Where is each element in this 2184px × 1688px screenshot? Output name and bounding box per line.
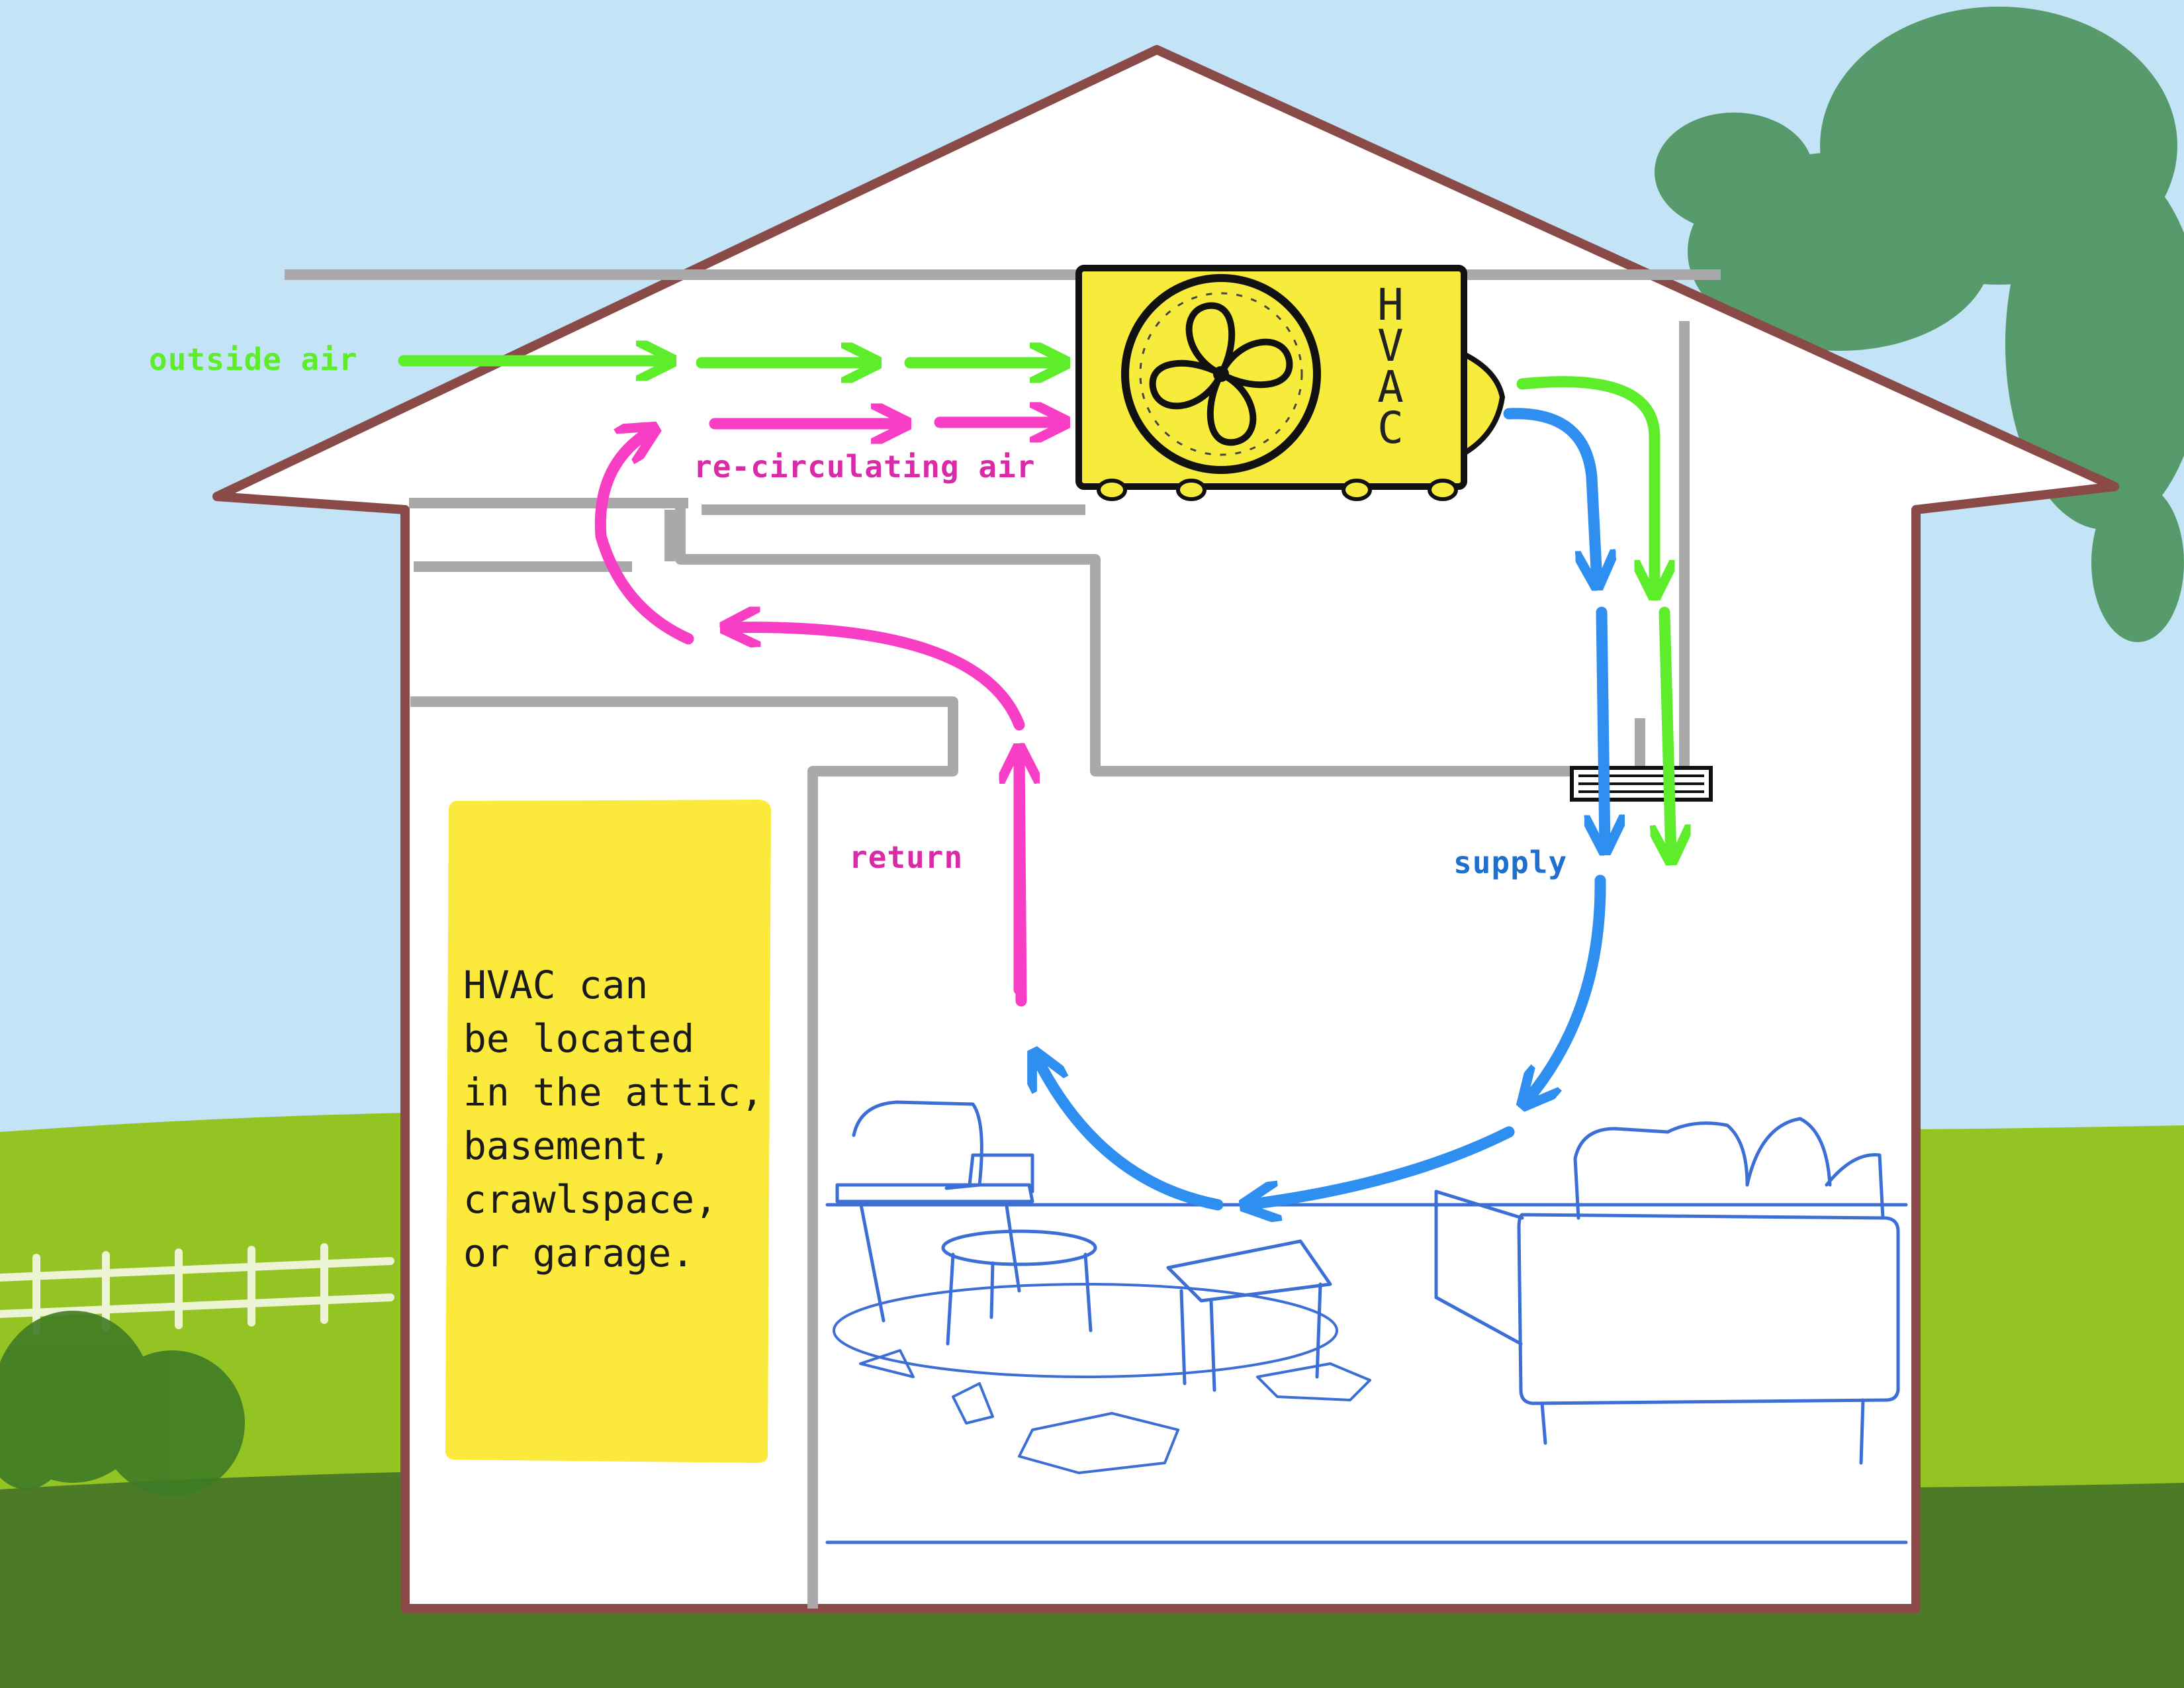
table-icon: [941, 1229, 1332, 1392]
hvac-letter: H: [1377, 279, 1404, 330]
sofa-icon: [1434, 1117, 1900, 1465]
shrub-icon: [0, 1311, 245, 1496]
outside-air-label: outside air: [149, 342, 358, 377]
hvac-location-note: HVAC can be located in the attic, baseme…: [463, 959, 781, 1280]
note-line: in the attic,: [463, 1070, 764, 1115]
note-line: or garage.: [463, 1231, 695, 1276]
note-line: basement,: [463, 1123, 672, 1168]
outside-air-flow: [398, 361, 1671, 857]
hvac-unit: [1075, 265, 1506, 501]
living-room-furniture: [825, 1100, 1908, 1544]
supply-air-flow: [1036, 408, 1605, 1205]
hvac-letter: V: [1377, 320, 1404, 371]
note-line: HVAC can: [463, 962, 649, 1008]
duct-outline: [285, 269, 1721, 1609]
fan-icon: [1121, 274, 1321, 474]
chair-icon: [835, 1100, 1034, 1323]
tree-icon: [1655, 7, 2184, 642]
hvac-letter: A: [1377, 361, 1404, 412]
hvac-letter: C: [1377, 402, 1404, 453]
note-box: [445, 800, 771, 1463]
note-line: crawlspace,: [463, 1177, 718, 1222]
hvac-unit-label: H V A C: [1354, 279, 1427, 453]
note-line: be located: [463, 1016, 695, 1061]
supply-label: supply: [1453, 845, 1568, 880]
vent-grille-icon: [1570, 766, 1713, 802]
recirculating-air-label: re-circulating air: [694, 449, 1036, 485]
return-label: return: [849, 839, 964, 875]
